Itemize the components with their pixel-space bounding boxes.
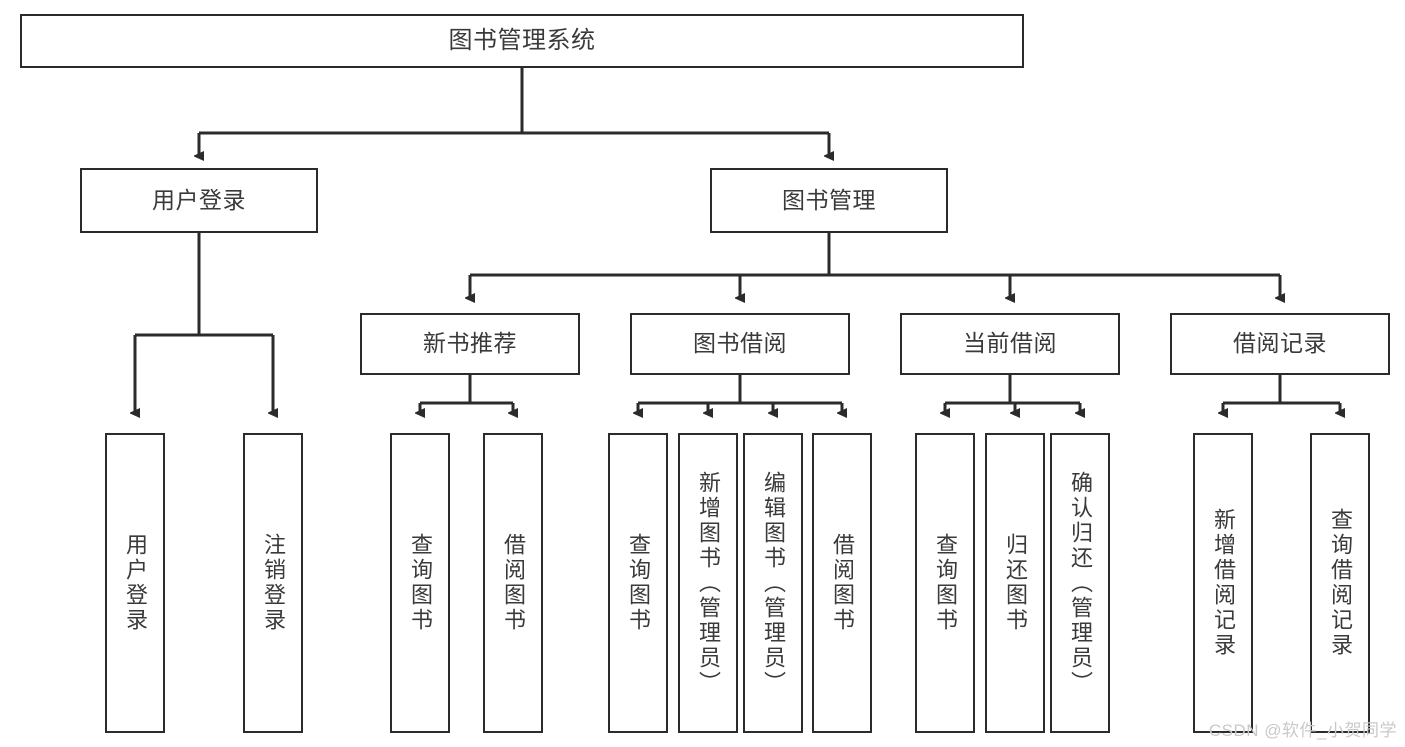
- borrow-record-to-leaves-connectors: [1223, 375, 1340, 413]
- node-label-leaf-user-login: 用户登录: [123, 533, 148, 633]
- node-label-leaf-confirm-return: 确认归还（管理员）: [1068, 470, 1093, 696]
- node-label-leaf-query-book-3: 查询图书: [933, 533, 958, 633]
- node-label-leaf-add-book: 新增图书（管理员）: [696, 470, 721, 696]
- node-root-book-management-system[interactable]: 图书管理系统: [20, 14, 1024, 68]
- node-label-current-borrow: 当前借阅: [963, 330, 1057, 357]
- node-label-leaf-user-logout: 注销登录: [261, 533, 286, 633]
- node-leaf-query-book-1[interactable]: 查询图书: [390, 433, 450, 733]
- node-label-book-borrow: 图书借阅: [693, 330, 787, 357]
- node-label-leaf-edit-book: 编辑图书（管理员）: [761, 470, 786, 696]
- book-manage-to-level3-connectors: [470, 233, 1280, 298]
- node-new-book-recommend[interactable]: 新书推荐: [360, 313, 580, 375]
- user-login-to-leaves-connectors: [135, 233, 273, 413]
- node-label-leaf-borrow-book-1: 借阅图书: [501, 533, 526, 633]
- new-book-recommend-to-leaves-connectors: [420, 375, 513, 413]
- node-user-login[interactable]: 用户登录: [80, 168, 318, 233]
- node-label-borrow-record: 借阅记录: [1233, 330, 1327, 357]
- current-borrow-to-leaves-connectors: [945, 375, 1080, 413]
- node-label-leaf-query-record: 查询借阅记录: [1328, 508, 1353, 658]
- node-leaf-borrow-book-1[interactable]: 借阅图书: [483, 433, 543, 733]
- node-leaf-add-book[interactable]: 新增图书（管理员）: [678, 433, 738, 733]
- node-book-manage[interactable]: 图书管理: [710, 168, 948, 233]
- root-to-level2-connectors: [199, 68, 829, 156]
- node-leaf-confirm-return[interactable]: 确认归还（管理员）: [1050, 433, 1110, 733]
- node-borrow-record[interactable]: 借阅记录: [1170, 313, 1390, 375]
- node-leaf-return-book[interactable]: 归还图书: [985, 433, 1045, 733]
- node-book-borrow[interactable]: 图书借阅: [630, 313, 850, 375]
- node-label-leaf-add-record: 新增借阅记录: [1211, 508, 1236, 658]
- node-leaf-query-book-2[interactable]: 查询图书: [608, 433, 668, 733]
- node-current-borrow[interactable]: 当前借阅: [900, 313, 1120, 375]
- node-label-leaf-borrow-book-2: 借阅图书: [830, 533, 855, 633]
- node-leaf-edit-book[interactable]: 编辑图书（管理员）: [743, 433, 803, 733]
- node-label-leaf-query-book-1: 查询图书: [408, 533, 433, 633]
- node-leaf-user-login[interactable]: 用户登录: [105, 433, 165, 733]
- node-label-leaf-query-book-2: 查询图书: [626, 533, 651, 633]
- node-label-book-manage: 图书管理: [782, 186, 876, 213]
- node-leaf-query-book-3[interactable]: 查询图书: [915, 433, 975, 733]
- book-borrow-to-leaves-connectors: [638, 375, 842, 413]
- node-label-leaf-return-book: 归还图书: [1003, 533, 1028, 633]
- node-label-user-login: 用户登录: [152, 186, 246, 213]
- node-label-root: 图书管理系统: [448, 26, 596, 54]
- node-label-new-book-recommend: 新书推荐: [423, 330, 517, 357]
- node-leaf-user-logout[interactable]: 注销登录: [243, 433, 303, 733]
- node-leaf-add-record[interactable]: 新增借阅记录: [1193, 433, 1253, 733]
- node-leaf-borrow-book-2[interactable]: 借阅图书: [812, 433, 872, 733]
- node-leaf-query-record[interactable]: 查询借阅记录: [1310, 433, 1370, 733]
